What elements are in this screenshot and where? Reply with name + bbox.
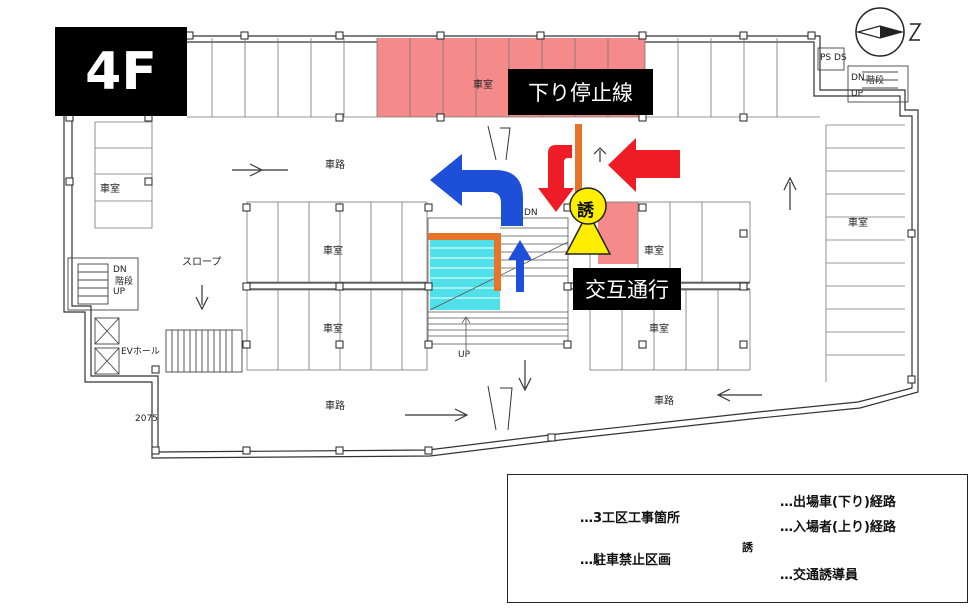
car-room-label-top: 車室 (473, 80, 493, 91)
car-room-label-center-4: 車室 (649, 324, 669, 335)
ramp-text-marks (487, 125, 513, 431)
car-road-label-top: 車路 (325, 160, 345, 171)
exit-route-arrows (538, 138, 680, 212)
legend: …3工区工事箇所 …駐車禁止区画 …出場車(下り)経路 …入場者(上り)経路 …… (507, 474, 968, 603)
car-room-label-right: 車室 (848, 218, 868, 229)
car-road-label-bottom-left: 車路 (325, 401, 345, 412)
legend-guide-label: …交通誘導員 (780, 568, 859, 583)
parking-stalls-left (94, 121, 153, 229)
dn-label-left: DN (113, 265, 127, 275)
ps-ds-label: PS DS (820, 53, 847, 63)
stairs-label-right: 階段 (866, 76, 885, 86)
car-room-label-left: 車室 (100, 184, 120, 195)
up-label-ramp: UP (458, 350, 471, 360)
legend-guide-char: 誘 (742, 541, 753, 554)
car-room-label-center-1: 車室 (323, 246, 343, 257)
north-compass-icon (855, 7, 922, 57)
legend-entry-route-label: …入場者(上り)経路 (780, 520, 896, 535)
up-label-left: UP (113, 287, 126, 297)
slope-label: スロープ (182, 257, 222, 268)
floor-badge: 4F (55, 27, 187, 116)
legend-construction-label: …3工区工事箇所 (580, 511, 681, 526)
alternating-traffic-callout: 交互通行 (573, 268, 681, 310)
ev-hall-label: EVホール (121, 347, 160, 357)
structural-columns (65, 31, 916, 455)
car-room-label-center-2: 車室 (323, 324, 343, 335)
traffic-marks (195, 147, 797, 422)
left-core (67, 257, 243, 375)
legend-exit-route-label: …出場車(下り)経路 (780, 495, 896, 510)
right-core (817, 47, 909, 103)
stairs-label-left: 階段 (115, 277, 134, 287)
parking-stalls-right (825, 124, 905, 382)
dn-label-right: DN (851, 73, 865, 83)
guide-char: 誘 (577, 201, 594, 221)
up-label-right: UP (851, 89, 864, 99)
stop-line-marker (575, 124, 582, 208)
dimension-label: 2075 (135, 414, 158, 424)
stop-line-callout: 下り停止線 (508, 69, 653, 115)
entry-route-arrows (430, 154, 532, 292)
construction-zone (430, 238, 500, 310)
alternating-traffic-boundary (428, 233, 501, 291)
dn-label-ramp: DN (524, 208, 538, 218)
legend-no-parking-label: …駐車禁止区画 (580, 553, 672, 568)
car-room-label-center-3: 車室 (644, 246, 664, 257)
traffic-guide-icon (564, 187, 612, 255)
car-road-label-bottom-right: 車路 (654, 396, 674, 407)
